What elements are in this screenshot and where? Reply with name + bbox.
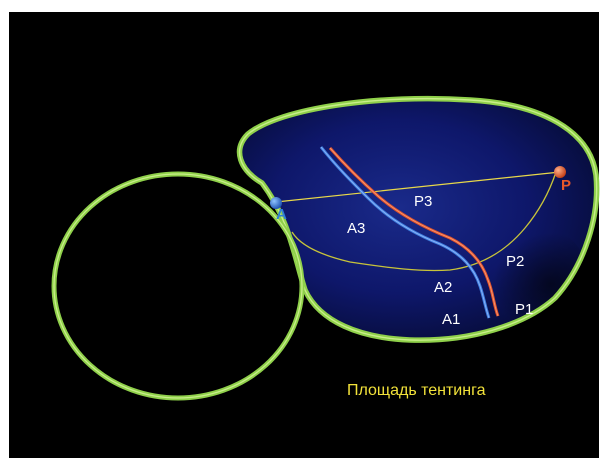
caption-tenting-area: Площадь тентинга: [347, 382, 486, 399]
label-p1: P1: [515, 301, 533, 318]
label-p3: P3: [414, 193, 432, 210]
label-a2: A2: [434, 279, 452, 296]
label-p2: P2: [506, 253, 524, 270]
label-a3: A3: [347, 220, 365, 237]
label-anterior-point: A: [276, 206, 287, 223]
label-a1: A1: [442, 311, 460, 328]
label-posterior-point: P: [561, 177, 571, 194]
